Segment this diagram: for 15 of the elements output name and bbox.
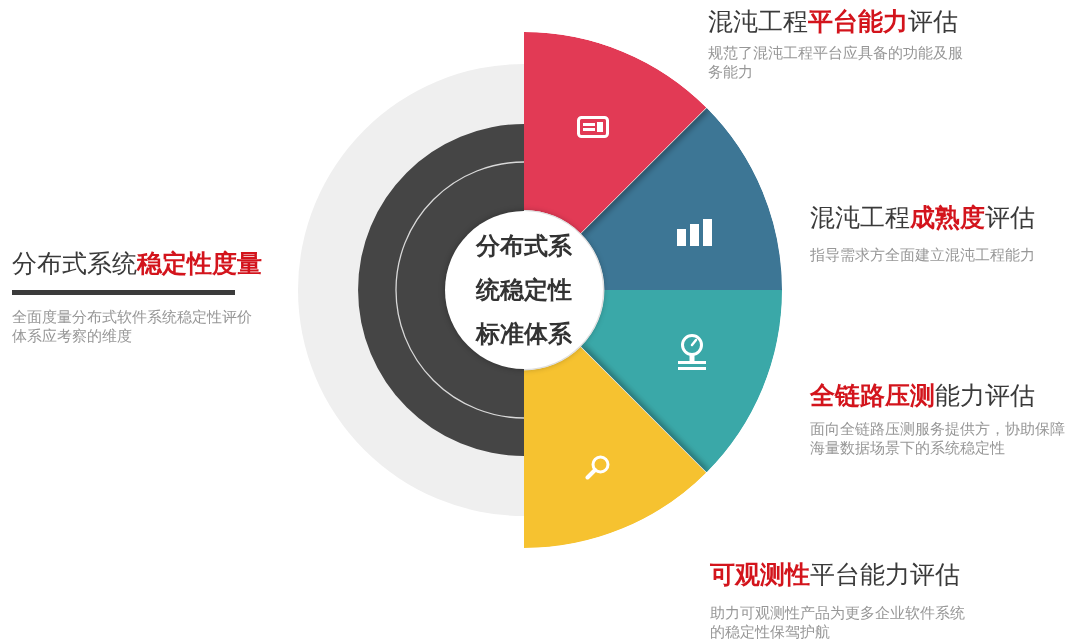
item-heading: 混沌工程成熟度评估 [810,203,1035,233]
pie-sector [524,32,707,234]
item-description: 助力可观测性产品为更多企业软件系统的稳定性保驾护航 [710,604,966,642]
section-description: 全面度量分布式软件系统稳定性评价体系应考察的维度 [12,308,253,346]
item-description: 规范了混沌工程平台应具备的功能及服务能力 [708,44,964,82]
item-description: 指导需求方全面建立混沌工程能力 [810,246,1036,265]
pie-sector [580,107,782,290]
item-heading: 混沌工程平台能力评估 [708,7,958,37]
center-title: 分布式系统稳定性标准体系 [476,231,572,350]
section-heading: 分布式系统稳定性度量 [12,249,262,279]
item-heading: 全链路压测能力评估 [810,381,1035,411]
pie-sector [580,290,782,473]
item-description: 面向全链路压测服务提供方，协助保障海量数据场景下的系统稳定性 [810,420,1066,458]
item-heading: 可观测性平台能力评估 [710,560,960,590]
pie-sector [524,346,707,548]
